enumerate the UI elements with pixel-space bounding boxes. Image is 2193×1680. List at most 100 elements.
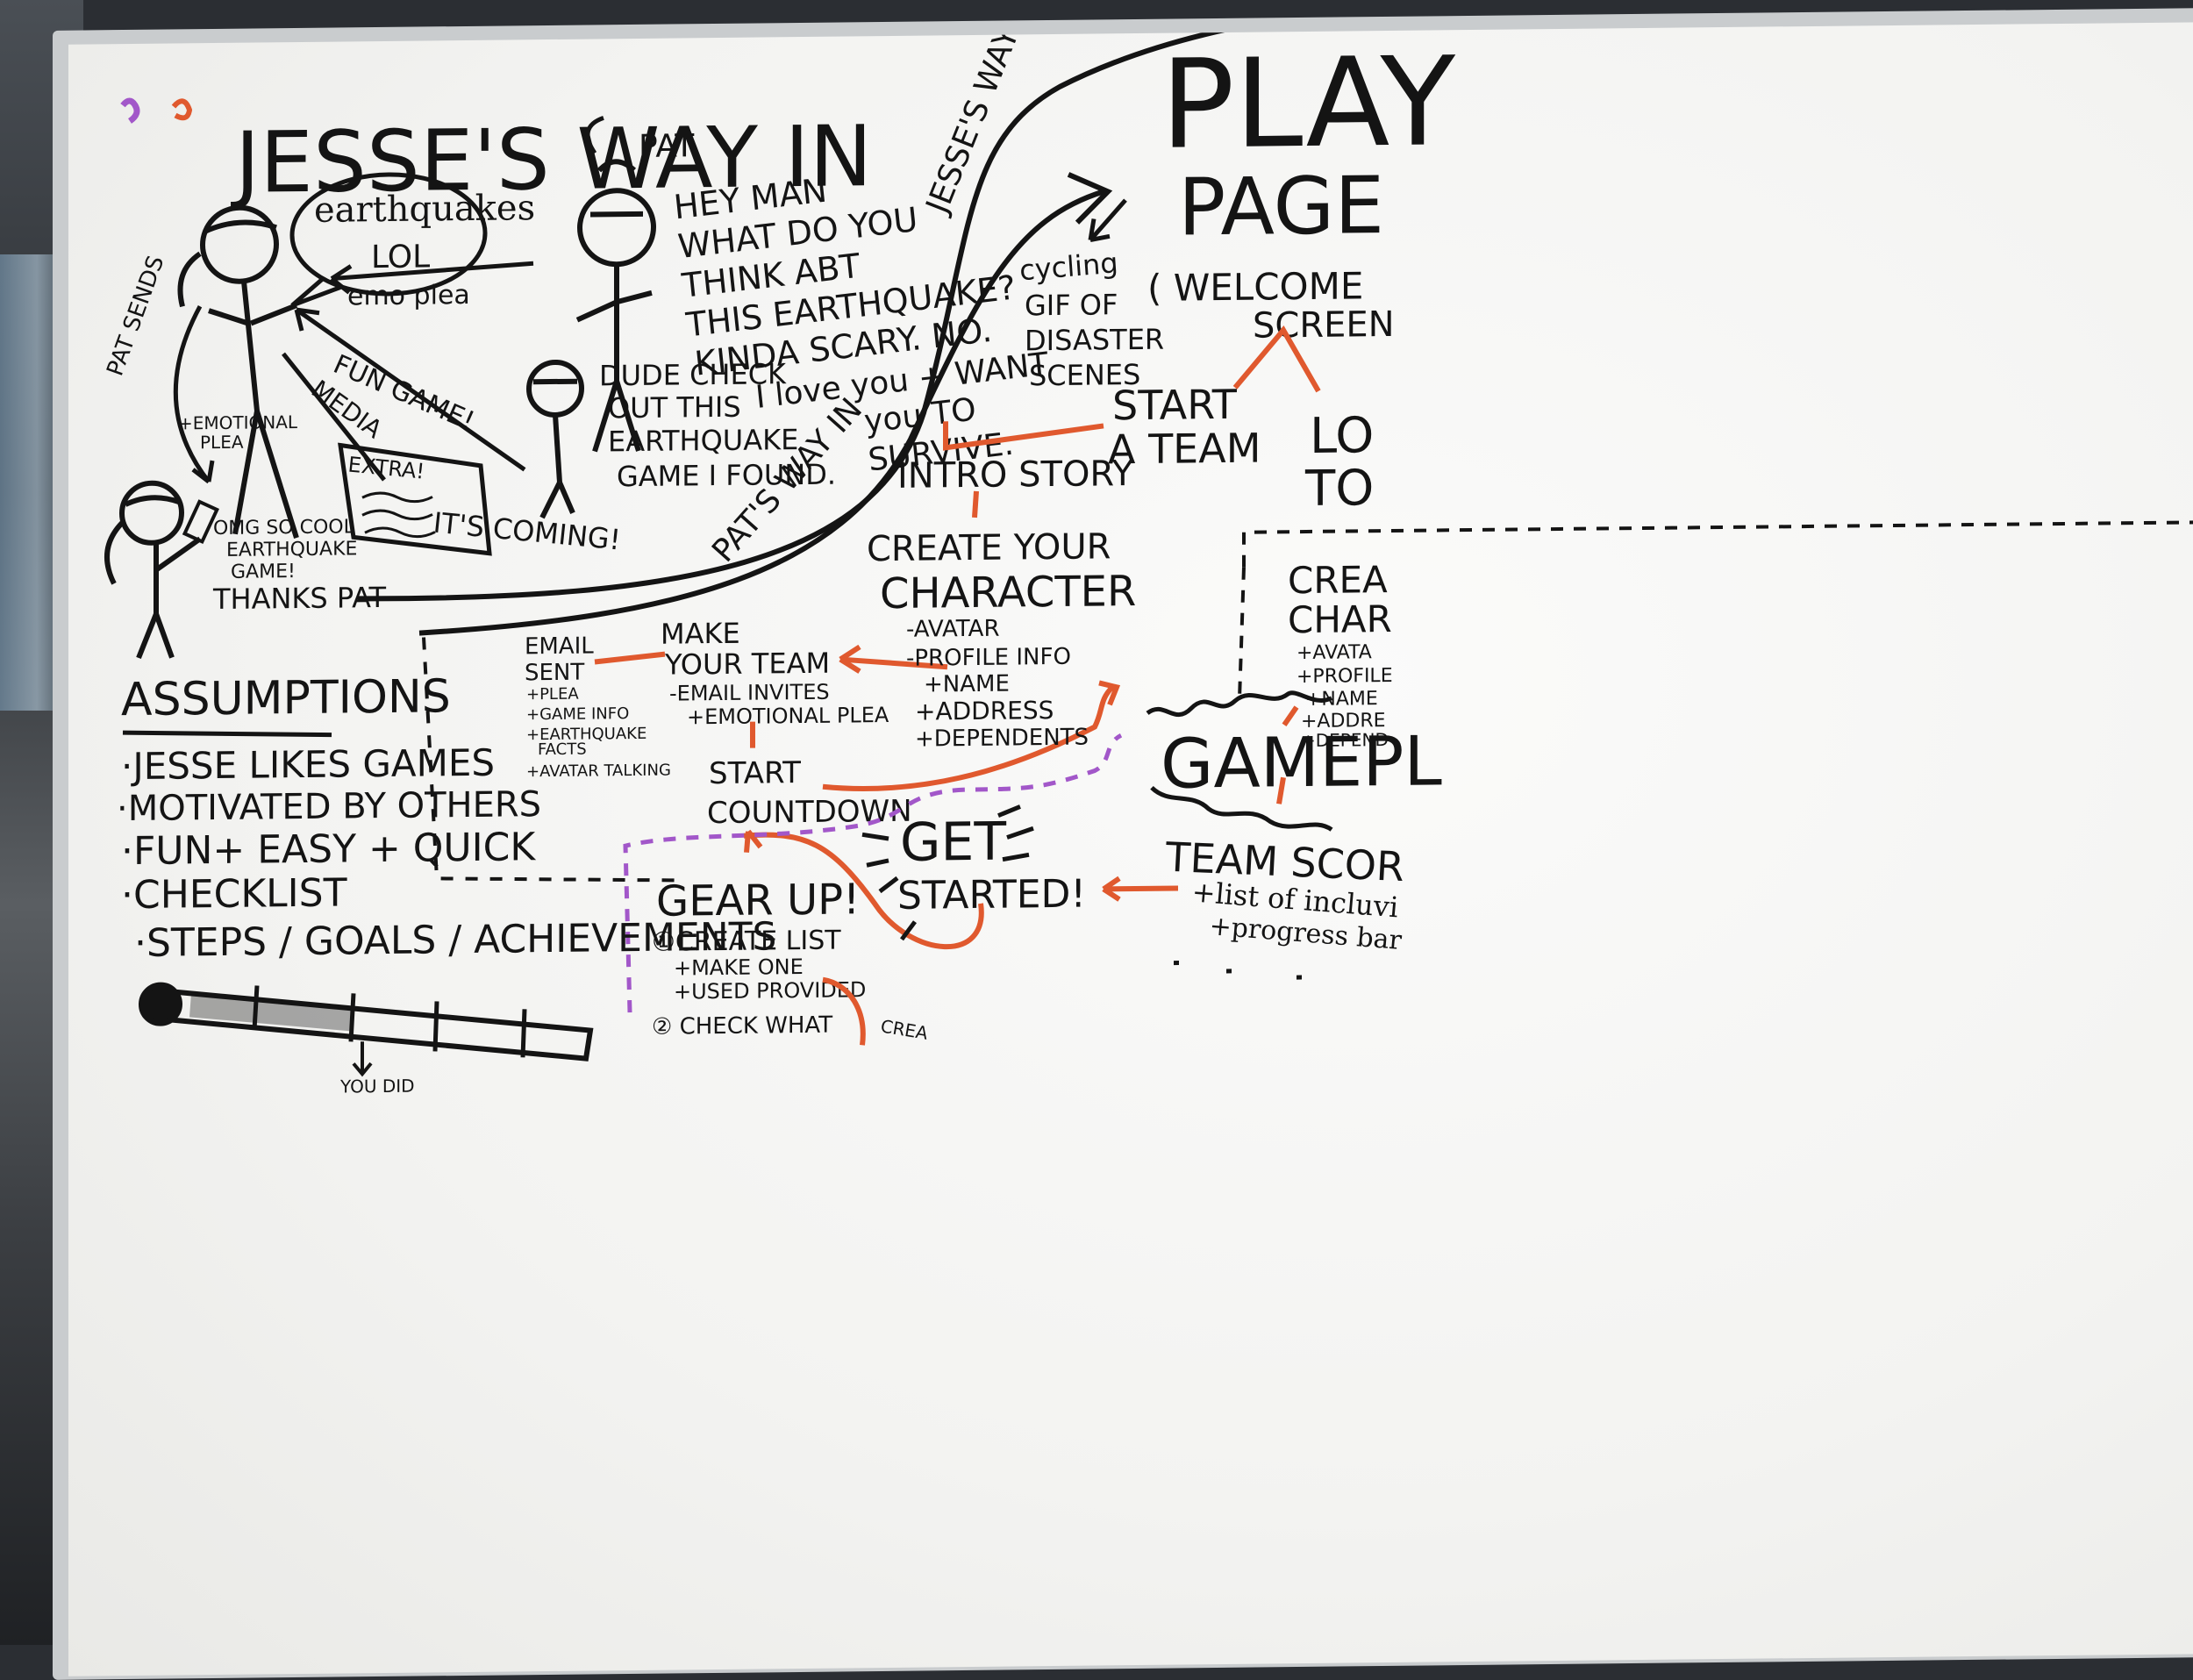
cycling-note-line: SCENES bbox=[1029, 358, 1140, 392]
cycling-arrow bbox=[1089, 198, 1127, 242]
create-character-title-2: CHARACTER bbox=[880, 567, 1136, 618]
gear-up-item: ② CHECK WHAT bbox=[652, 1012, 832, 1040]
start-countdown-line-1: START bbox=[709, 755, 801, 791]
gameplay-label: GAMEPL bbox=[1161, 722, 1442, 804]
pat-sends-label: PAT SENDS bbox=[102, 253, 169, 380]
lo-to-line-1: LO bbox=[1310, 407, 1374, 465]
orange-marker-dot bbox=[171, 98, 193, 121]
jesse-speech-line-2: LOL bbox=[371, 239, 430, 275]
cycling-note-line: cycling bbox=[1018, 246, 1119, 287]
assumption-item: ·STEPS / GOALS / ACHIEVEMENTS bbox=[134, 914, 776, 966]
orange-flow-lines bbox=[594, 325, 1321, 950]
jesse-speech-line-1: earthquakes bbox=[314, 188, 535, 231]
email-sent-item: +PLEA bbox=[526, 685, 579, 704]
emo-plea-label: emo plea bbox=[347, 280, 470, 311]
jesse-speech-bubble bbox=[289, 172, 488, 297]
gear-up-title: GEAR UP! bbox=[656, 875, 860, 926]
pat-path-arrowhead bbox=[1067, 172, 1113, 225]
assumption-item: ·JESSE LIKES GAMES bbox=[121, 741, 495, 788]
arrowhead bbox=[330, 264, 353, 295]
create-character-item: -AVATAR bbox=[906, 616, 1000, 643]
newspaper-drawing bbox=[338, 442, 492, 556]
cycling-note-line: DISASTER bbox=[1025, 323, 1164, 358]
left-dashed-box bbox=[422, 637, 683, 883]
dude-speech-line: OUT THIS bbox=[608, 390, 741, 425]
create-char-right-item: +DEPEND bbox=[1301, 729, 1389, 751]
arrowhead bbox=[294, 307, 320, 332]
play-page-title-line-1: PLAY bbox=[1161, 31, 1456, 177]
gear-up-item: +MAKE ONE bbox=[674, 954, 804, 981]
assumption-item: ·FUN+ EASY + QUICK bbox=[121, 825, 536, 874]
lo-to-line-2: TO bbox=[1304, 460, 1374, 518]
thanks-pat-label: THANKS PAT bbox=[212, 581, 387, 616]
emo-plea-arrow bbox=[331, 261, 534, 282]
pat-pointer-arrow bbox=[585, 116, 604, 154]
arrowhead bbox=[1088, 218, 1111, 243]
jesse-way-in-path bbox=[357, 22, 1385, 602]
email-sent-item: +AVATAR TALKING bbox=[526, 761, 671, 782]
start-team-line-1: START bbox=[1112, 381, 1238, 429]
get-started-line-1: GET bbox=[900, 811, 1006, 874]
create-char-right-title-1: CREA bbox=[1288, 558, 1388, 602]
create-char-right-item: +PROFILE bbox=[1297, 665, 1393, 688]
email-sent-item: FACTS bbox=[538, 740, 587, 760]
get-started-burst-lines bbox=[861, 804, 1034, 941]
assumptions-title: ASSUMPTIONS bbox=[121, 670, 451, 726]
pat-sends-arrow bbox=[173, 305, 211, 483]
email-sent-item: +EARTHQUAKE bbox=[526, 725, 646, 744]
jesse-stick-figure-bottom bbox=[104, 480, 202, 660]
email-sent-title-2: SENT bbox=[525, 660, 584, 687]
make-team-title-2: YOUR TEAM bbox=[664, 647, 830, 682]
right-dashed-box bbox=[1242, 520, 2193, 568]
jesse-reply-line: OMG SO COOL bbox=[213, 516, 355, 540]
dude-speech-line: EARTHQUAKE bbox=[608, 423, 798, 458]
gear-up-orange-curve bbox=[822, 976, 866, 1046]
jesse-stick-figure-top bbox=[177, 204, 299, 539]
cycling-note-line: GIF OF bbox=[1025, 288, 1118, 322]
make-team-title-1: MAKE bbox=[661, 617, 740, 651]
intro-story-label: INTRO STORY bbox=[897, 454, 1134, 497]
assumptions-underline bbox=[122, 730, 332, 738]
create-char-right-title-2: CHAR bbox=[1288, 597, 1392, 641]
pat-stick-figure bbox=[575, 159, 656, 453]
progress-bar-drawing bbox=[139, 982, 594, 1077]
whiteboard-drawing: JESSE'S WAY IN earthquakes LOL PAT HEY M… bbox=[102, 22, 2193, 1097]
jesse-reply-line: GAME! bbox=[231, 561, 296, 583]
assumption-item: ·CHECKLIST bbox=[121, 870, 347, 918]
create-character-title-1: CREATE YOUR bbox=[867, 526, 1111, 569]
create-character-item: -PROFILE INFO bbox=[906, 644, 1071, 672]
crea-bottom-label: CREA bbox=[879, 1015, 930, 1044]
create-character-item: +NAME bbox=[924, 671, 1010, 698]
pat-way-in-path bbox=[418, 189, 1104, 636]
phone-icon bbox=[182, 499, 219, 545]
email-sent-title-1: EMAIL bbox=[525, 633, 594, 661]
play-page-title-line-2: PAGE bbox=[1178, 160, 1384, 254]
play-page-subtitle-line-1: ( WELCOME bbox=[1147, 264, 1363, 310]
speech-bubble-tail bbox=[290, 276, 341, 308]
window bbox=[0, 254, 61, 711]
create-character-item: +DEPENDENTS bbox=[915, 725, 1089, 753]
gear-up-item: ①CREATE LIST bbox=[652, 926, 841, 958]
jesse-reply-line: EARTHQUAKE bbox=[226, 538, 357, 561]
create-char-right-item: +AVATA bbox=[1297, 641, 1372, 664]
purple-marker-dot bbox=[120, 97, 140, 124]
dude-speech-line: GAME I FOUND. bbox=[617, 458, 836, 494]
pat-name: PAT bbox=[639, 128, 695, 165]
get-started-line-2: STARTED! bbox=[897, 872, 1086, 919]
emotional-plea-line-1: +EMOTIONAL bbox=[178, 411, 298, 433]
emotional-plea-line-2: PLEA bbox=[200, 432, 244, 454]
right-dashed-box-side bbox=[1238, 567, 1246, 699]
start-team-line-2: A TEAM bbox=[1108, 425, 1261, 474]
assumption-item: ·MOTIVATED BY OTHERS bbox=[117, 784, 541, 829]
make-team-item: -EMAIL INVITES bbox=[669, 680, 830, 706]
make-team-item: +EMOTIONAL PLEA bbox=[687, 703, 889, 729]
gameplay-cloud-bottom bbox=[1150, 785, 1333, 832]
you-did-label: YOU DID bbox=[339, 1076, 415, 1097]
gameplay-cloud-top bbox=[1146, 690, 1333, 718]
start-countdown-line-2: COUNTDOWN bbox=[707, 794, 912, 831]
fun-game-arrow bbox=[295, 308, 526, 472]
purple-dashed-loop bbox=[623, 733, 1123, 1013]
team-score-title: TEAM SCOR bbox=[1163, 833, 1405, 890]
media-arrow bbox=[282, 352, 386, 482]
board-title: JESSE'S WAY IN bbox=[231, 107, 872, 212]
